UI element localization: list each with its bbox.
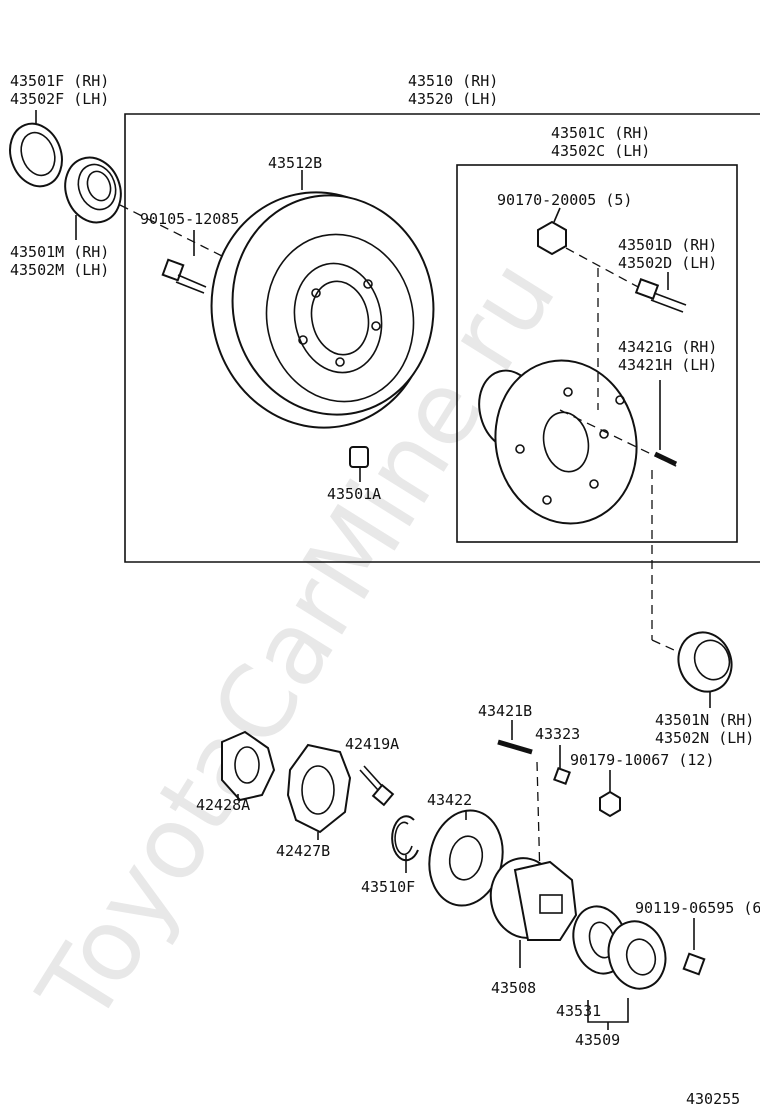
callout-90119: 90119-06595 (6 (635, 899, 760, 917)
callout-43502D: 43502D (LH) (618, 254, 717, 272)
hub-body-43508 (489, 857, 578, 968)
callout-43501F: 43501F (RH) (10, 72, 109, 90)
callout-43421B: 43421B (478, 702, 532, 720)
callout-90179: 90179-10067 (12) (570, 751, 715, 769)
assembly-box-43501C (456, 164, 738, 543)
stud-43421B (497, 720, 541, 881)
callout-43531: 43531 (556, 1002, 601, 1020)
callout-43508: 43508 (491, 979, 536, 997)
assembly-box-43510 (124, 113, 760, 563)
callout-43502N: 43502N (LH) (655, 729, 754, 747)
bolt-42419A (359, 765, 395, 807)
hub-43421G (478, 359, 681, 525)
callout-42419A: 42419A (345, 735, 399, 753)
callout-42428A: 42428A (196, 796, 250, 814)
callout-42427B: 42427B (276, 842, 330, 860)
oil-seal-43501F (9, 110, 63, 188)
callout-43501N: 43501N (RH) (655, 711, 754, 729)
callout-43501D: 43501D (RH) (618, 236, 717, 254)
callout-43502M: 43502M (LH) (10, 261, 109, 279)
clip-43501A (349, 446, 369, 482)
callout-43520: 43520 (LH) (408, 90, 498, 108)
snap-ring-43510F (391, 815, 419, 873)
bearing-43501N (677, 631, 733, 708)
bolt-90105-12085 (161, 230, 207, 294)
hub-bolt-43501D (634, 272, 687, 313)
callout-90105: 90105-12085 (140, 210, 239, 228)
plate-42427B (286, 743, 352, 840)
hub-nut-90170 (537, 207, 641, 289)
bolt-90119 (682, 918, 706, 976)
callout-43323: 43323 (535, 725, 580, 743)
cone-washer-43323 (553, 745, 571, 785)
callout-labels: 43501F (RH) 43502F (LH) 43510 (RH) 43520… (10, 72, 760, 1108)
nut-90179 (599, 770, 621, 818)
callout-43510: 43510 (RH) (408, 72, 498, 90)
gasket-43422 (428, 809, 504, 907)
callout-43422: 43422 (427, 791, 472, 809)
figure-number: 430255 (686, 1090, 740, 1108)
cover-43509 (587, 920, 667, 1030)
callout-43501A: 43501A (327, 485, 381, 503)
callout-43502F: 43502F (LH) (10, 90, 109, 108)
brake-drum-43512B (210, 170, 435, 429)
callout-43421G: 43421G (RH) (618, 338, 717, 356)
lock-plate-42428A (221, 730, 276, 802)
callout-43512B: 43512B (268, 154, 322, 172)
callout-90170: 90170-20005 (5) (497, 191, 632, 209)
callout-43502C: 43502C (LH) (551, 142, 650, 160)
callout-43501M: 43501M (RH) (10, 243, 109, 261)
callout-43501C: 43501C (RH) (551, 124, 650, 142)
callout-43510F: 43510F (361, 878, 415, 896)
callout-43421H: 43421H (LH) (618, 356, 717, 374)
pin-43421G (597, 268, 678, 467)
callout-43509: 43509 (575, 1031, 620, 1049)
